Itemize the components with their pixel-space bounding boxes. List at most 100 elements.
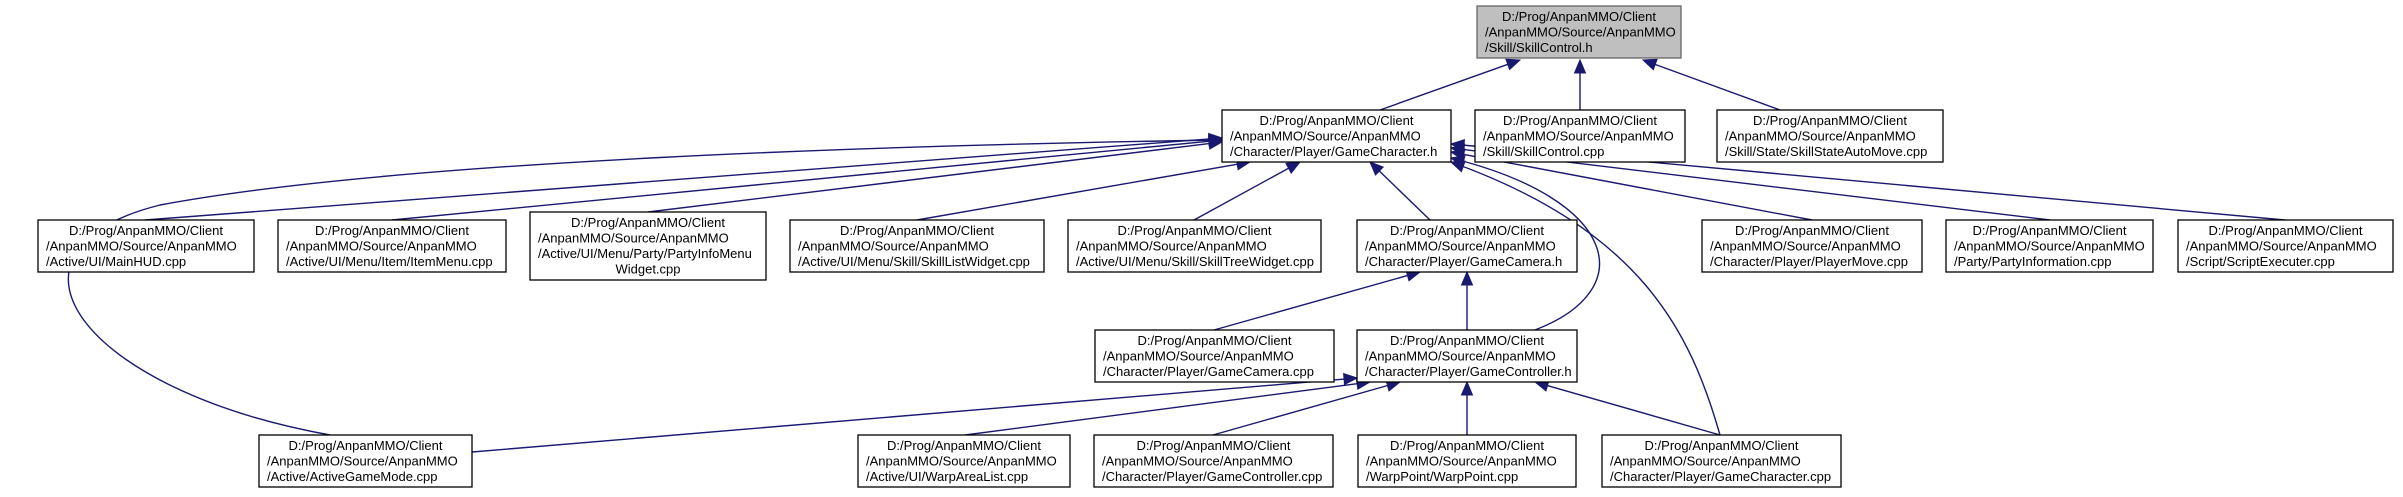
node-label-line: D:/Prog/AnpanMMO/Client bbox=[1390, 438, 1544, 453]
node-label-line: /Character/Player/GameController.h bbox=[1365, 364, 1572, 379]
node-label-line: /AnpanMMO/Source/AnpanMMO bbox=[1076, 238, 1267, 253]
edge-arrowhead bbox=[1369, 161, 1385, 176]
edge-n15-to-n14 bbox=[471, 372, 1359, 453]
edge-n19-to-n1 bbox=[1449, 160, 1721, 436]
edge-n13-to-n9 bbox=[1213, 269, 1422, 331]
node-label-line: /AnpanMMO/Source/AnpanMMO bbox=[267, 453, 458, 468]
root-node: D:/Prog/AnpanMMO/Client/AnpanMMO/Source/… bbox=[1476, 5, 1682, 59]
node-label-line: D:/Prog/AnpanMMO/Client bbox=[1390, 333, 1544, 348]
file-node[interactable]: D:/Prog/AnpanMMO/Client/AnpanMMO/Source/… bbox=[1357, 434, 1577, 488]
file-node[interactable]: D:/Prog/AnpanMMO/Client/AnpanMMO/Source/… bbox=[258, 434, 473, 488]
node-label-line: /Active/ActiveGameMode.cpp bbox=[267, 469, 438, 484]
file-node[interactable]: D:/Prog/AnpanMMO/Client/AnpanMMO/Source/… bbox=[857, 434, 1071, 488]
node-label-line: D:/Prog/AnpanMMO/Client bbox=[840, 223, 994, 238]
edge-arrowhead bbox=[1573, 58, 1587, 74]
edge-line bbox=[391, 140, 1212, 221]
node-box bbox=[1357, 434, 1577, 488]
file-node[interactable]: D:/Prog/AnpanMMO/Client/AnpanMMO/Source/… bbox=[37, 219, 255, 273]
node-box bbox=[2177, 219, 2394, 273]
node-box bbox=[37, 219, 255, 273]
node-label-line: D:/Prog/AnpanMMO/Client bbox=[2209, 223, 2363, 238]
file-node[interactable]: D:/Prog/AnpanMMO/Client/AnpanMMO/Source/… bbox=[1701, 219, 1923, 273]
node-box bbox=[1356, 329, 1578, 383]
node-box bbox=[1093, 434, 1334, 488]
edge-arrowhead bbox=[1449, 160, 1466, 173]
node-label-line: /Character/Player/PlayerMove.cpp bbox=[1710, 254, 1908, 269]
edge-line bbox=[1450, 157, 1601, 331]
file-node[interactable]: D:/Prog/AnpanMMO/Client/AnpanMMO/Source/… bbox=[2177, 219, 2394, 273]
edge-arrowhead bbox=[1285, 161, 1302, 174]
edge-n1-to-n0 bbox=[1379, 58, 1522, 111]
file-node[interactable]: D:/Prog/AnpanMMO/Client/AnpanMMO/Source/… bbox=[1356, 329, 1578, 383]
file-node[interactable]: D:/Prog/AnpanMMO/Client/AnpanMMO/Source/… bbox=[1945, 219, 2154, 273]
node-label-line: /AnpanMMO/Source/AnpanMMO bbox=[1710, 238, 1901, 253]
node-label-line: Widget.cpp bbox=[615, 262, 680, 277]
node-label-line: /Character/Player/GameController.cpp bbox=[1102, 469, 1322, 484]
edge-n8-to-n1 bbox=[1193, 161, 1302, 221]
node-label-line: /Active/UI/Menu/Skill/SkillTreeWidget.cp… bbox=[1076, 254, 1314, 269]
edge-n18-to-n14 bbox=[1460, 380, 1474, 435]
edge-n3-to-n0 bbox=[1641, 58, 1781, 111]
file-node[interactable]: D:/Prog/AnpanMMO/Client/AnpanMMO/Source/… bbox=[1356, 219, 1578, 273]
file-node[interactable]: D:/Prog/AnpanMMO/Client/AnpanMMO/Source/… bbox=[529, 211, 767, 281]
node-label-line: /AnpanMMO/Source/AnpanMMO bbox=[866, 453, 1057, 468]
file-node[interactable]: D:/Prog/AnpanMMO/Client/AnpanMMO/Source/… bbox=[1716, 109, 1944, 163]
node-label-line: /Skill/SkillControl.cpp bbox=[1483, 144, 1604, 159]
edge-arrowhead bbox=[1460, 380, 1474, 396]
node-label-line: D:/Prog/AnpanMMO/Client bbox=[1260, 113, 1414, 128]
node-label-line: /Active/UI/MainHUD.cpp bbox=[46, 254, 186, 269]
node-label-line: /Character/Player/GameCharacter.cpp bbox=[1610, 469, 1831, 484]
edge-line bbox=[1545, 384, 1721, 436]
nodes-layer: D:/Prog/AnpanMMO/Client/AnpanMMO/Source/… bbox=[37, 5, 2394, 488]
node-label-line: /AnpanMMO/Source/AnpanMMO bbox=[1230, 128, 1421, 143]
node-label-line: D:/Prog/AnpanMMO/Client bbox=[571, 215, 725, 230]
node-label-line: /AnpanMMO/Source/AnpanMMO bbox=[1365, 238, 1556, 253]
node-box bbox=[1476, 5, 1682, 59]
file-node[interactable]: D:/Prog/AnpanMMO/Client/AnpanMMO/Source/… bbox=[1094, 329, 1335, 383]
node-box bbox=[857, 434, 1071, 488]
edge-line bbox=[1213, 274, 1410, 331]
file-node[interactable]: D:/Prog/AnpanMMO/Client/AnpanMMO/Source/… bbox=[1093, 434, 1334, 488]
node-label-line: /AnpanMMO/Source/AnpanMMO bbox=[798, 238, 989, 253]
node-label-line: /AnpanMMO/Source/AnpanMMO bbox=[1954, 238, 2145, 253]
edge-n2-to-n0 bbox=[1573, 58, 1587, 110]
node-box bbox=[789, 219, 1045, 273]
node-label-line: /Party/PartyInformation.cpp bbox=[1954, 254, 2112, 269]
edge-line bbox=[916, 163, 1240, 221]
node-label-line: /AnpanMMO/Source/AnpanMMO bbox=[1483, 128, 1674, 143]
node-label-line: /Active/UI/Menu/Item/ItemMenu.cpp bbox=[286, 254, 493, 269]
node-label-line: D:/Prog/AnpanMMO/Client bbox=[887, 438, 1041, 453]
node-label-line: /AnpanMMO/Source/AnpanMMO bbox=[286, 238, 477, 253]
node-label-line: /AnpanMMO/Source/AnpanMMO bbox=[538, 231, 729, 246]
node-box bbox=[1221, 109, 1452, 163]
node-box bbox=[1094, 329, 1335, 383]
node-box bbox=[1701, 219, 1923, 273]
edge-line bbox=[1212, 384, 1390, 436]
file-node[interactable]: D:/Prog/AnpanMMO/Client/AnpanMMO/Source/… bbox=[1221, 109, 1452, 163]
node-label-line: D:/Prog/AnpanMMO/Client bbox=[1138, 333, 1292, 348]
edge-line bbox=[1450, 161, 1721, 436]
edge-n17-to-n14 bbox=[1212, 379, 1402, 436]
edge-line bbox=[1461, 153, 1813, 221]
edge-n7-to-n1 bbox=[916, 158, 1252, 221]
node-box bbox=[1474, 109, 1686, 163]
node-label-line: /Active/UI/Menu/Party/PartyInfoMenu bbox=[538, 246, 752, 261]
file-node[interactable]: D:/Prog/AnpanMMO/Client/AnpanMMO/Source/… bbox=[1067, 219, 1322, 273]
node-label-line: /Script/ScriptExecuter.cpp bbox=[2186, 254, 2335, 269]
node-label-line: /WarpPoint/WarpPoint.cpp bbox=[1366, 469, 1518, 484]
file-node[interactable]: D:/Prog/AnpanMMO/Client/AnpanMMO/Source/… bbox=[277, 219, 507, 273]
node-label-line: D:/Prog/AnpanMMO/Client bbox=[1735, 223, 1889, 238]
node-box bbox=[1716, 109, 1944, 163]
edge-arrowhead bbox=[1460, 270, 1474, 286]
file-node[interactable]: D:/Prog/AnpanMMO/Client/AnpanMMO/Source/… bbox=[789, 219, 1045, 273]
node-label-line: /Character/Player/GameCamera.cpp bbox=[1103, 364, 1314, 379]
edges-layer bbox=[67, 58, 2286, 453]
node-box bbox=[1067, 219, 1322, 273]
node-label-line: /AnpanMMO/Source/AnpanMMO bbox=[1103, 348, 1294, 363]
file-node[interactable]: D:/Prog/AnpanMMO/Client/AnpanMMO/Source/… bbox=[1474, 109, 1686, 163]
file-node[interactable]: D:/Prog/AnpanMMO/Client/AnpanMMO/Source/… bbox=[1601, 434, 1842, 488]
edge-arrowhead bbox=[1208, 133, 1224, 147]
node-label-line: D:/Prog/AnpanMMO/Client bbox=[1753, 113, 1907, 128]
node-label-line: /AnpanMMO/Source/AnpanMMO bbox=[1366, 453, 1557, 468]
